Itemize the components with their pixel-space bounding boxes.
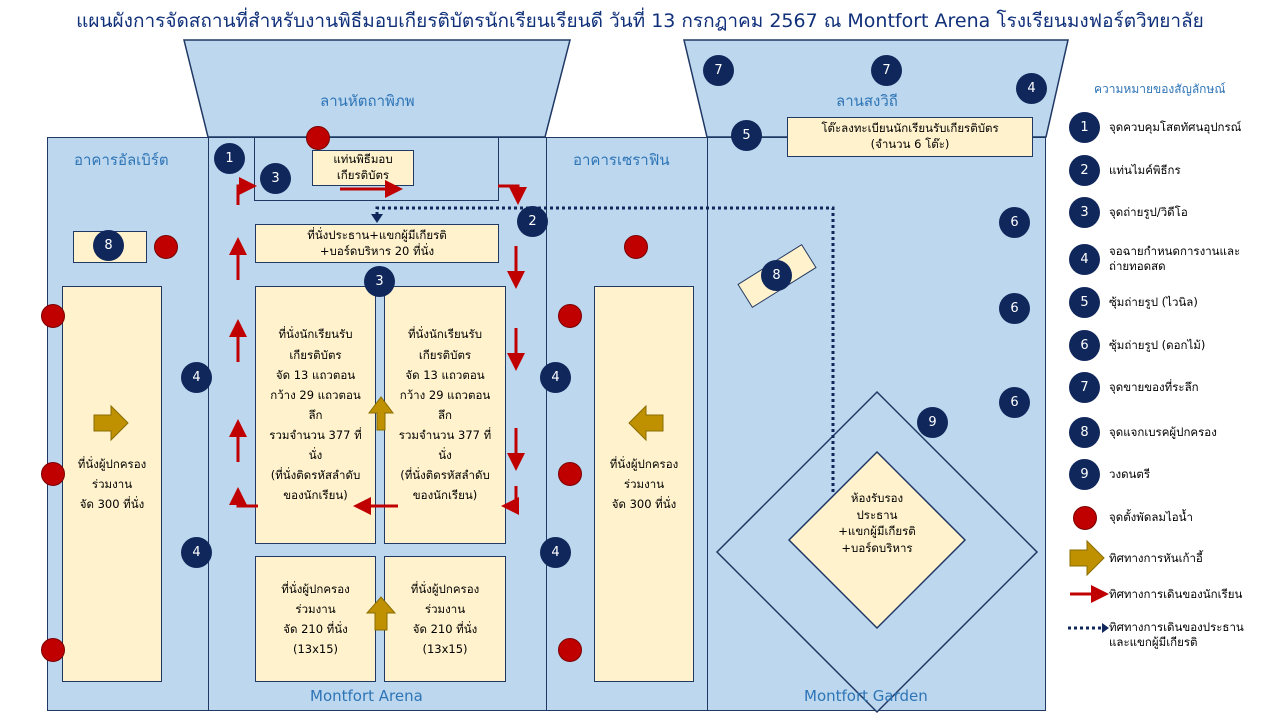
label-lan-hattha: ลานหัตถาพิภพ (320, 92, 415, 110)
plaza-hattha-shape (183, 39, 571, 138)
reception-diamond (787, 450, 967, 630)
legend-marker: 1 (1069, 112, 1100, 143)
fan (558, 462, 582, 486)
reception-label: ห้องรับรอง ประธาน +แขกผู้มีเกียรติ +บอร์… (838, 491, 916, 556)
marker-screen: 4 (540, 362, 571, 393)
seat-arrow-students (368, 396, 394, 431)
legend-text: จุดตั้งพัดลมไอน้ำ (1109, 510, 1193, 524)
marker-screen: 4 (181, 362, 212, 393)
marker-photo-video: 3 (364, 266, 395, 297)
legend-text: ทิศทางการเดินของประธาน และแขกผู้มีเกียรต… (1109, 620, 1244, 649)
stage-box: แท่นพิธีมอบ เกียรติบัตร (312, 150, 414, 186)
legend-title: ความหมายของสัญลักษณ์ (1094, 82, 1226, 96)
marker-av-control: 1 (214, 143, 245, 174)
seat-arrow-parents (365, 596, 397, 631)
vip-seats: ที่นั่งประธาน+แขกผู้มีเกียรติ +บอร์ดบริห… (255, 224, 499, 263)
marker-souvenir: 7 (871, 55, 902, 86)
parent-seats-arena-left: ที่นั่งผู้ปกครอง ร่วมงาน จัด 210 ที่นั่ง… (255, 556, 376, 682)
marker-screen: 4 (181, 537, 212, 568)
fan (41, 304, 65, 328)
legend-text: ทิศทางการเดินของนักเรียน (1109, 587, 1243, 601)
parent-seats-arena-right: ที่นั่งผู้ปกครอง ร่วมงาน จัด 210 ที่นั่ง… (384, 556, 506, 682)
legend-text: ซุ้มถ่ายรูป (ไวนิล) (1109, 295, 1198, 309)
fan (154, 235, 178, 259)
marker-screen: 4 (1016, 73, 1047, 104)
marker-flower-photo-booth: 6 (999, 387, 1030, 418)
legend-text: แท่นไมค์พิธีกร (1109, 163, 1181, 177)
label-lan-songwithi: ลานสงวิถี (836, 92, 898, 110)
stage-area (254, 137, 499, 201)
fan (41, 638, 65, 662)
marker-photo-video: 3 (260, 163, 291, 194)
fan (306, 126, 330, 150)
fan (558, 304, 582, 328)
legend-text: จุดควบคุมโสตทัศนอุปกรณ์ (1109, 120, 1242, 134)
legend-text: จุดถ่ายรูป/วิดีโอ (1109, 205, 1188, 219)
label-albert: อาคารอัลเบิร์ต (74, 151, 169, 169)
student-arrows (229, 177, 527, 515)
plaza-songwithi-shape (683, 39, 1069, 138)
fan (558, 638, 582, 662)
marker-souvenir: 7 (703, 55, 734, 86)
legend-text: ซุ้มถ่ายรูป (ดอกไม้) (1109, 338, 1206, 352)
vip-path-arrowhead (371, 214, 383, 223)
label-montfort-garden: Montfort Garden (804, 687, 928, 705)
legend-lines (1068, 585, 1109, 633)
marker-band: 9 (917, 407, 948, 438)
legend-fan (1073, 506, 1097, 530)
legend-text: จุดแจกเบรคผู้ปกครอง (1109, 425, 1217, 439)
student-seats-right: ที่นั่งนักเรียนรับ เกียรติบัตร จัด 13 แถ… (384, 286, 506, 544)
legend-text: ทิศทางการหันเก้าอี้ (1109, 551, 1203, 565)
parent-seats-albert: ที่นั่งผู้ปกครอง ร่วมงาน จัด 300 ที่นั่ง (62, 286, 162, 682)
marker-snack-point: 8 (93, 230, 124, 261)
legend-marker: 9 (1069, 459, 1100, 490)
legend-text: จอฉายกำหนดการงานและ ถ่ายทอดสด (1109, 244, 1241, 273)
page-title: แผนผังการจัดสถานที่สำหรับงานพิธีมอบเกียร… (76, 10, 1204, 32)
label-montfort-arena: Montfort Arena (310, 687, 423, 705)
registration-tables: โต๊ะลงทะเบียนนักเรียนรับเกียรติบัตร (จำน… (787, 117, 1033, 157)
marker-vinyl-photo-booth: 5 (731, 120, 762, 151)
legend-text: จุดขายของที่ระลึก (1109, 380, 1199, 394)
legend-marker: 8 (1069, 417, 1100, 448)
seat-arrow-albert (93, 404, 129, 442)
marker-flower-photo-booth: 6 (999, 293, 1030, 324)
seat-arrows (93, 396, 1105, 631)
legend-marker: 4 (1069, 244, 1100, 275)
fan (624, 235, 648, 259)
marker-snack-point: 8 (761, 260, 792, 291)
marker-flower-photo-booth: 6 (999, 207, 1030, 238)
legend-marker: 6 (1069, 330, 1100, 361)
marker-mc-podium: 2 (517, 206, 548, 237)
label-seraphin: อาคารเซราฟิน (573, 151, 670, 169)
marker-screen: 4 (540, 537, 571, 568)
legend-seat-arrow (1069, 539, 1105, 577)
vip-path-line (375, 206, 835, 492)
legend-marker: 3 (1069, 197, 1100, 228)
legend-marker: 5 (1069, 287, 1100, 318)
legend-marker: 7 (1069, 372, 1100, 403)
parent-seats-seraphin: ที่นั่งผู้ปกครอง ร่วมงาน จัด 300 ที่นั่ง (594, 286, 694, 682)
seat-arrow-seraphin (628, 404, 664, 442)
legend-marker: 2 (1069, 155, 1100, 186)
legend-text: วงดนตรี (1109, 467, 1151, 481)
fan (41, 462, 65, 486)
